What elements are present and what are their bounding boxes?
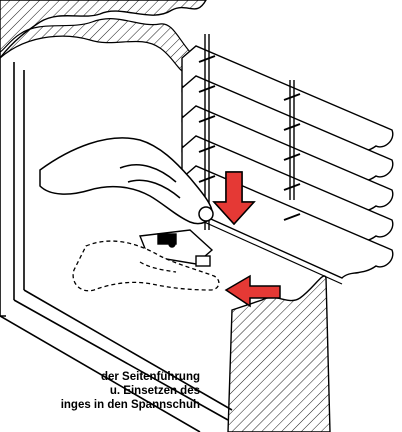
ladder-cord-slot <box>283 153 301 161</box>
ladder-cord-slot <box>283 183 301 191</box>
arrow-left <box>224 274 281 308</box>
ladder-cord-slot <box>198 115 216 123</box>
ladder-cord-slot <box>283 123 301 131</box>
caption-line-2: u. Einsetzen des <box>109 385 200 397</box>
hand-lower <box>72 240 220 292</box>
hand-upper <box>39 137 214 225</box>
slat-stack <box>181 45 394 285</box>
wall-hatch-top <box>0 0 207 60</box>
wall-hatch-band <box>0 18 191 75</box>
ladder-cord-slot <box>283 213 301 221</box>
window-frame <box>0 58 233 432</box>
ladder-cord-slot <box>283 93 301 101</box>
ladder-cord-slot <box>198 145 216 153</box>
ladder-cord-slot <box>198 55 216 63</box>
caption-line-3: inges in den Spannschuh <box>60 399 200 411</box>
figure-caption: der Seitenführung u. Einsetzen des inges… <box>0 370 200 412</box>
ladder-cord-slot <box>198 175 216 183</box>
arrow-down-fill <box>212 171 256 226</box>
caption-line-1: der Seitenführung <box>100 371 200 383</box>
ladder-cord-slot <box>198 85 216 93</box>
